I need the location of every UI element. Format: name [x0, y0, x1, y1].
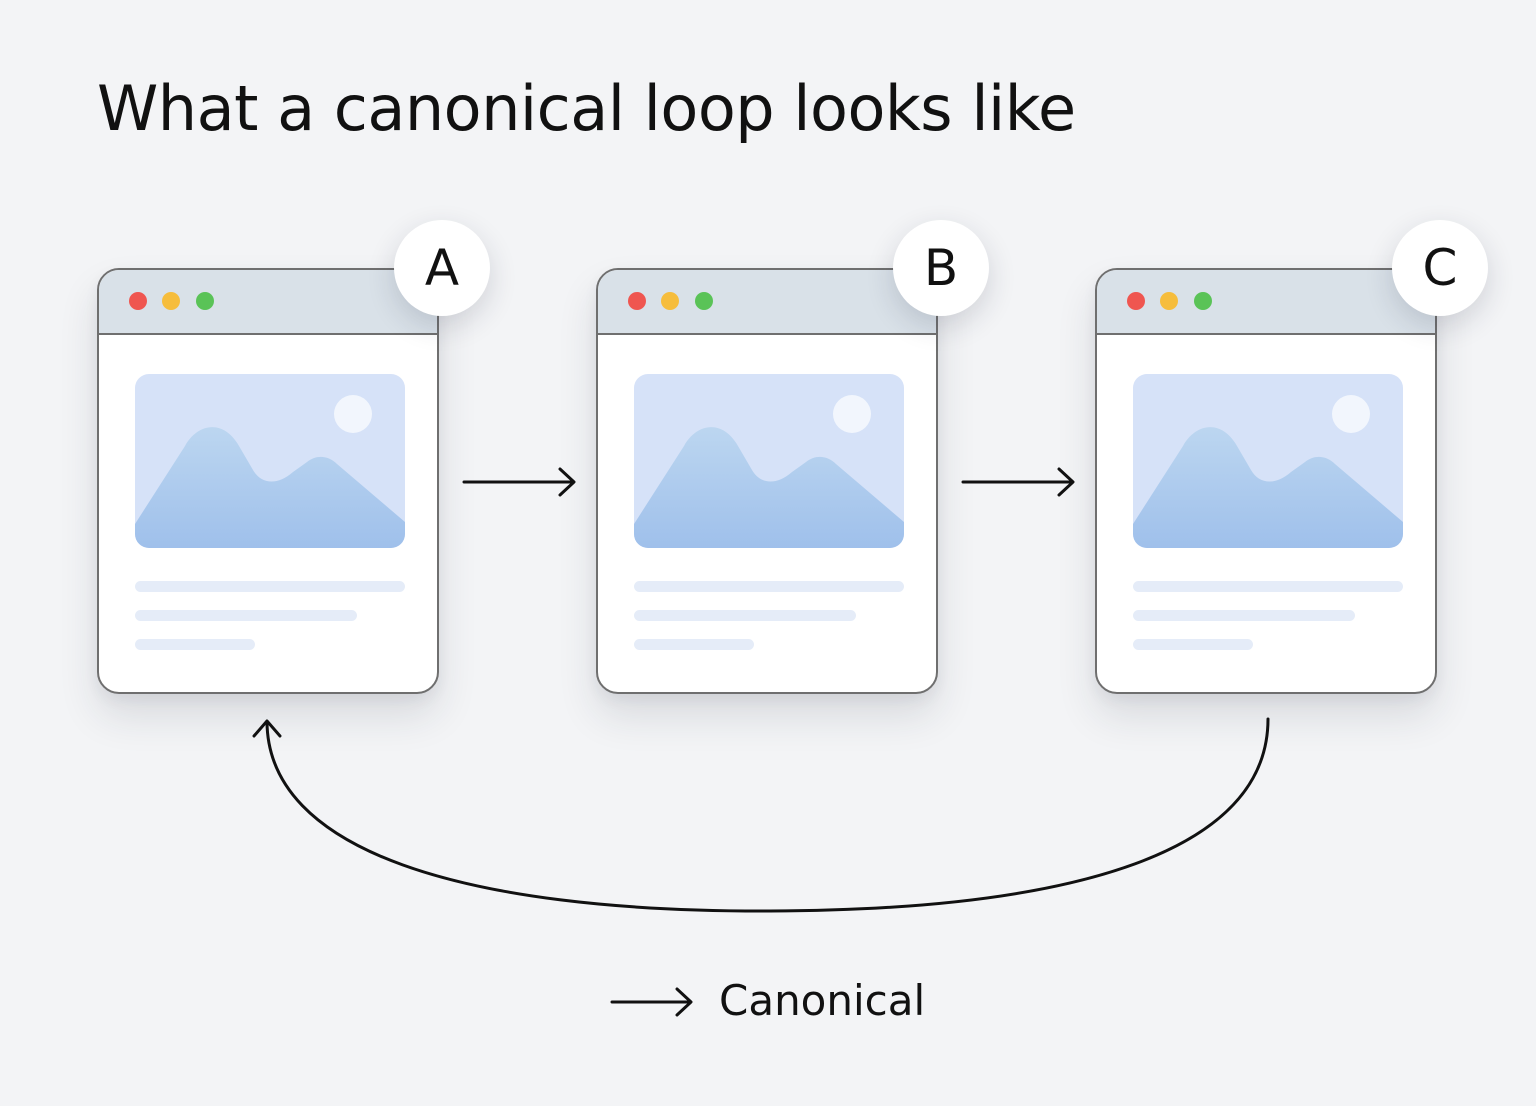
text-placeholder-line — [135, 581, 405, 592]
page-title: What a canonical loop looks like — [97, 72, 1076, 145]
image-placeholder-icon — [135, 374, 405, 548]
text-placeholder-line — [135, 610, 357, 621]
text-placeholder-line — [634, 639, 754, 650]
minimize-dot-icon — [1160, 292, 1178, 310]
text-placeholder-line — [1133, 610, 1355, 621]
text-placeholder-line — [135, 639, 255, 650]
browser-window-c — [1095, 268, 1437, 694]
window-titlebar — [598, 270, 936, 335]
arrow-right-icon — [961, 467, 1075, 497]
maximize-dot-icon — [695, 292, 713, 310]
browser-window-b — [596, 268, 938, 694]
image-placeholder-icon — [634, 374, 904, 548]
legend-arrow-icon — [610, 987, 693, 1017]
arrow-right-icon — [462, 467, 576, 497]
maximize-dot-icon — [196, 292, 214, 310]
browser-window-a — [97, 268, 439, 694]
legend-label: Canonical — [719, 976, 926, 1025]
page-badge-b: B — [893, 220, 989, 316]
close-dot-icon — [1127, 292, 1145, 310]
text-placeholder-line — [634, 581, 904, 592]
page-badge-c: C — [1392, 220, 1488, 316]
minimize-dot-icon — [162, 292, 180, 310]
text-placeholder-line — [634, 610, 856, 621]
window-titlebar — [1097, 270, 1435, 335]
window-titlebar — [99, 270, 437, 335]
page-badge-a: A — [394, 220, 490, 316]
close-dot-icon — [628, 292, 646, 310]
image-placeholder-icon — [1133, 374, 1403, 548]
maximize-dot-icon — [1194, 292, 1212, 310]
text-placeholder-line — [1133, 581, 1403, 592]
close-dot-icon — [129, 292, 147, 310]
minimize-dot-icon — [661, 292, 679, 310]
text-placeholder-line — [1133, 639, 1253, 650]
loop-back-arrow-icon — [252, 717, 1270, 913]
